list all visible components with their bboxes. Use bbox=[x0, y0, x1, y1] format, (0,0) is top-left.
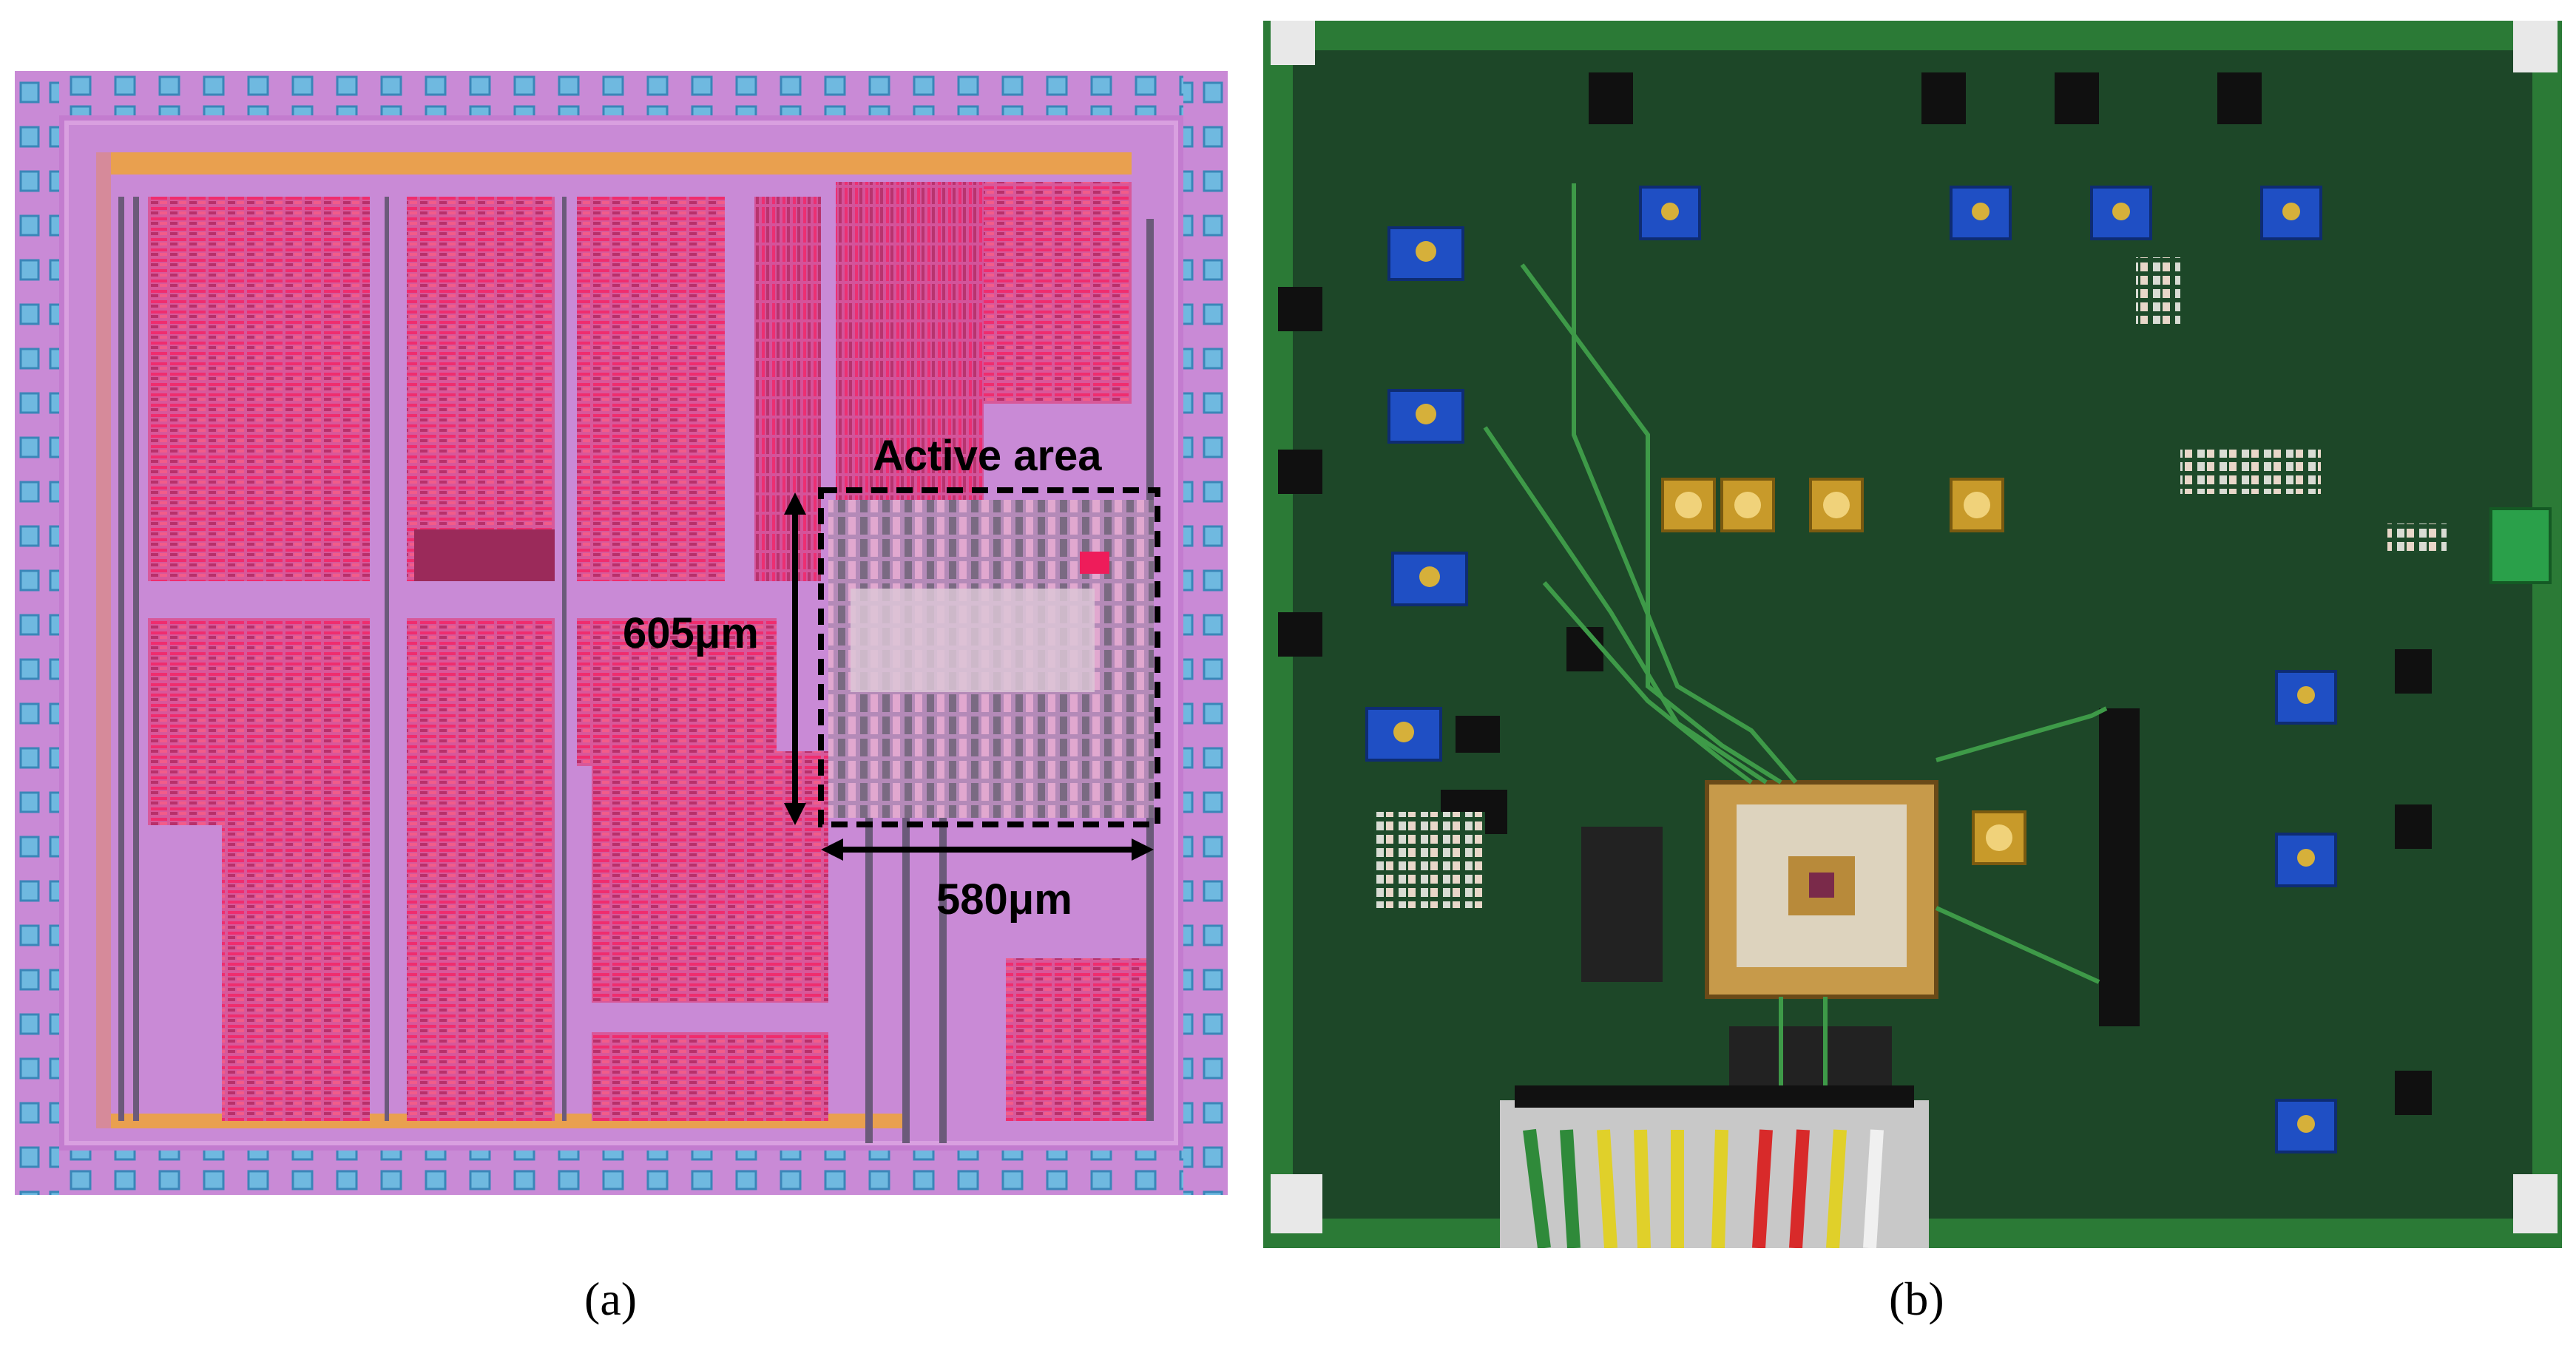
chip-die-image: Active area 605μm 580μm bbox=[15, 71, 1228, 1195]
pcb-board-panel bbox=[1263, 21, 2562, 1248]
width-dimension-label: 580μm bbox=[936, 875, 1072, 924]
width-dimension-arrow bbox=[821, 838, 1154, 861]
pcb-board-image bbox=[1263, 21, 2562, 1248]
ic-left bbox=[1581, 827, 1663, 982]
height-dimension-arrow bbox=[784, 492, 806, 825]
chip-socket bbox=[1705, 780, 1938, 999]
panel-a-caption: (a) bbox=[584, 1273, 638, 1325]
chip-micrograph-panel: Active area 605μm 580μm bbox=[15, 71, 1228, 1195]
sma-connectors bbox=[1661, 478, 2026, 865]
ribbon-wires bbox=[1500, 1085, 1929, 1248]
pin-header-vertical bbox=[2099, 708, 2140, 1026]
ic-bottom bbox=[1729, 1026, 1892, 1093]
panel-b-caption: (b) bbox=[1889, 1273, 1944, 1325]
active-area-outline bbox=[818, 487, 1160, 827]
active-area-label: Active area bbox=[873, 432, 1102, 480]
power-terminal bbox=[2489, 507, 2552, 584]
height-dimension-label: 605μm bbox=[623, 609, 759, 657]
